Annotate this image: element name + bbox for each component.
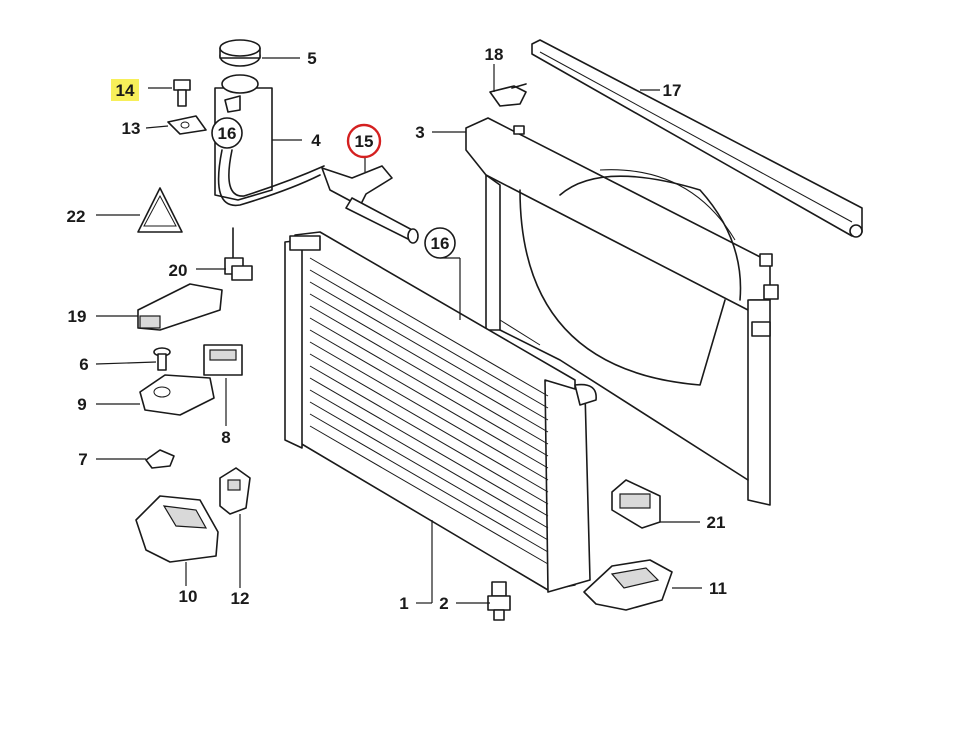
- air-duct-11: [583, 559, 673, 611]
- label-10[interactable]: 10: [179, 587, 198, 606]
- label-20[interactable]: 20: [169, 261, 188, 280]
- callout-circle-16b: [424, 227, 456, 259]
- clip-7: [145, 449, 175, 469]
- screw-6: [153, 347, 171, 371]
- label-18[interactable]: 18: [485, 45, 504, 64]
- bracket-13: [167, 115, 207, 135]
- bolt-14: [173, 79, 191, 107]
- label-13[interactable]: 13: [122, 119, 141, 138]
- label-2[interactable]: 2: [439, 594, 448, 613]
- label-14[interactable]: 14: [116, 81, 135, 100]
- label-19[interactable]: 19: [68, 307, 87, 326]
- fan-shroud: [465, 117, 779, 506]
- part-labels: 14 5 4 13 22 20 19 6 9 7 8 10 12 1 2 3 1…: [67, 45, 727, 613]
- label-15[interactable]: 15: [355, 132, 374, 151]
- label-12[interactable]: 12: [231, 589, 250, 608]
- label-8[interactable]: 8: [221, 428, 230, 447]
- label-16a[interactable]: 16: [218, 124, 237, 143]
- label-17[interactable]: 17: [663, 81, 682, 100]
- coolant-hose: [217, 149, 419, 244]
- leader-lines: [95, 57, 702, 604]
- rubber-mount-8: [203, 344, 243, 376]
- label-9[interactable]: 9: [77, 395, 86, 414]
- bracket-9: [139, 374, 215, 416]
- sensor-20: [224, 227, 253, 281]
- callout-circle-15-selected: [346, 123, 382, 159]
- drain-plug-2: [487, 581, 511, 621]
- label-11[interactable]: 11: [709, 579, 727, 598]
- bracket-21: [611, 479, 661, 529]
- callout-circle-16a: [211, 117, 243, 149]
- radiator-fins: [309, 257, 549, 565]
- radiator: [284, 231, 597, 593]
- label-5[interactable]: 5: [307, 49, 316, 68]
- label-4[interactable]: 4: [311, 131, 321, 150]
- label-highlight: [111, 79, 139, 101]
- clip-18: [489, 83, 527, 107]
- rubber-strip: [531, 39, 863, 238]
- label-1[interactable]: 1: [399, 594, 408, 613]
- label-21[interactable]: 21: [707, 513, 726, 532]
- mount-12: [219, 467, 251, 515]
- warning-label-22: [137, 187, 183, 233]
- label-22[interactable]: 22: [67, 207, 86, 226]
- label-7[interactable]: 7: [78, 450, 87, 469]
- air-duct-10: [135, 495, 219, 563]
- label-6[interactable]: 6: [79, 355, 88, 374]
- label-3[interactable]: 3: [415, 123, 424, 142]
- tank-cap: [219, 39, 261, 67]
- label-16b[interactable]: 16: [431, 234, 450, 253]
- bracket-19: [137, 283, 223, 331]
